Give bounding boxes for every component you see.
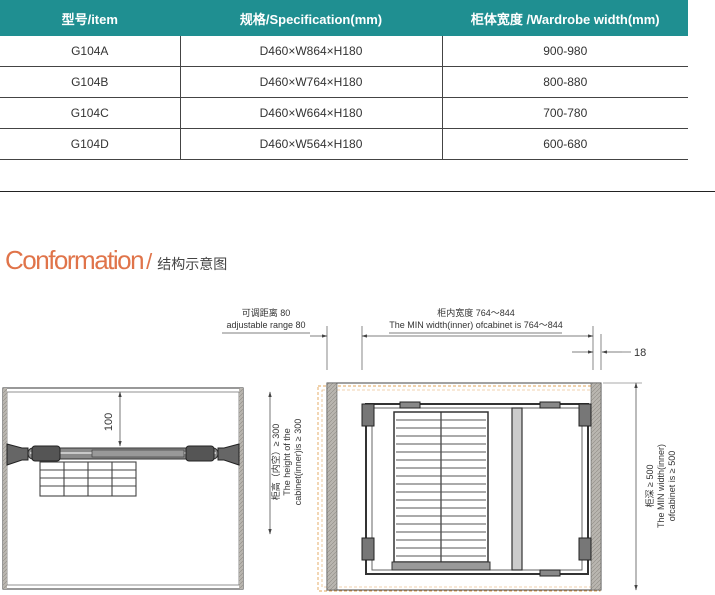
cell-item: G104B bbox=[0, 66, 180, 98]
table-row: G104D D460×W564×H180 600-680 bbox=[0, 128, 688, 160]
header-item: 型号/item bbox=[0, 0, 180, 36]
front-cabinet-outline bbox=[2, 387, 244, 590]
cell-spec: D460×W664×H180 bbox=[179, 97, 442, 129]
front-bracket-left bbox=[6, 443, 29, 466]
rail-frame bbox=[365, 403, 589, 575]
cell-spec: D460×W764×H180 bbox=[179, 66, 442, 98]
section-title-en: Conformation bbox=[5, 245, 145, 275]
adjustable-range-en: adjustable range 80 bbox=[226, 320, 305, 330]
header-wardrobe-width: 柜体宽度 /Wardrobe width(mm) bbox=[441, 0, 688, 36]
inner-width-cn: 柜内宽度 764～844 bbox=[437, 307, 515, 318]
top-basket bbox=[393, 411, 489, 563]
front-basket bbox=[39, 461, 137, 497]
table-header-row: 型号/item 规格/Specification(mm) 柜体宽度 /Wardr… bbox=[0, 0, 688, 36]
header-specification: 规格/Specification(mm) bbox=[179, 0, 442, 36]
side-gap-value: 18 bbox=[634, 347, 646, 359]
top-view: 柜深 ≥ 500 The MIN width(inner) ofcabinet … bbox=[317, 382, 677, 592]
top-left-panel bbox=[326, 382, 338, 591]
table-row: G104B D460×W764×H180 800-880 bbox=[0, 66, 688, 98]
section-title: Conformation/结构示意图 bbox=[5, 245, 227, 276]
cell-width: 900-980 bbox=[441, 36, 688, 67]
front-left-panel bbox=[3, 388, 7, 589]
cabinet-depth-cn: 柜深 ≥ 500 bbox=[644, 465, 655, 508]
cell-item: G104C bbox=[0, 97, 180, 129]
section-divider bbox=[0, 191, 715, 192]
conformation-diagram: 100 柜高（内空）≥ 300 The height of the cabine… bbox=[2, 307, 677, 592]
cabinet-height-en-line2: cabinet(inner)is ≥ 300 bbox=[293, 419, 303, 505]
cell-item: G104A bbox=[0, 36, 180, 67]
cell-width: 800-880 bbox=[441, 66, 688, 98]
table-row: G104C D460×W664×H180 700-780 bbox=[0, 97, 688, 129]
cell-width: 600-680 bbox=[441, 128, 688, 160]
front-cabinet-inner bbox=[6, 391, 240, 586]
adjustable-outline bbox=[317, 385, 601, 592]
cabinet-depth-en-line2: ofcabinet is ≥ 500 bbox=[667, 451, 677, 521]
adjustable-range-cn: 可调距离 80 bbox=[242, 307, 291, 318]
cabinet-depth-en-line1: The MIN width(inner) bbox=[656, 444, 666, 528]
inner-width-en: The MIN width(inner) ofcabinet is 764～84… bbox=[389, 320, 563, 330]
cabinet-height-cn: 柜高（内空）≥ 300 bbox=[270, 424, 281, 500]
top-dimensions: 可调距离 80 adjustable range 80 柜内宽度 764～844… bbox=[222, 307, 646, 370]
rail-height-value: 100 bbox=[103, 413, 115, 431]
cell-spec: D460×W564×H180 bbox=[179, 128, 442, 160]
table-row: G104A D460×W864×H180 900-980 bbox=[0, 36, 688, 67]
cell-spec: D460×W864×H180 bbox=[179, 36, 442, 67]
section-title-slash: / bbox=[146, 249, 153, 274]
top-right-panel bbox=[590, 382, 602, 591]
cell-item: G104D bbox=[0, 128, 180, 160]
cabinet-height-en-line1: The height of the bbox=[282, 428, 292, 496]
section-title-cn: 结构示意图 bbox=[157, 256, 228, 272]
spec-table: 型号/item 规格/Specification(mm) 柜体宽度 /Wardr… bbox=[0, 0, 688, 160]
front-bracket-right bbox=[217, 443, 240, 466]
front-right-panel bbox=[239, 388, 243, 589]
cell-width: 700-780 bbox=[441, 97, 688, 129]
center-slide bbox=[511, 407, 523, 571]
front-view: 100 柜高（内空）≥ 300 The height of the cabine… bbox=[2, 387, 303, 590]
